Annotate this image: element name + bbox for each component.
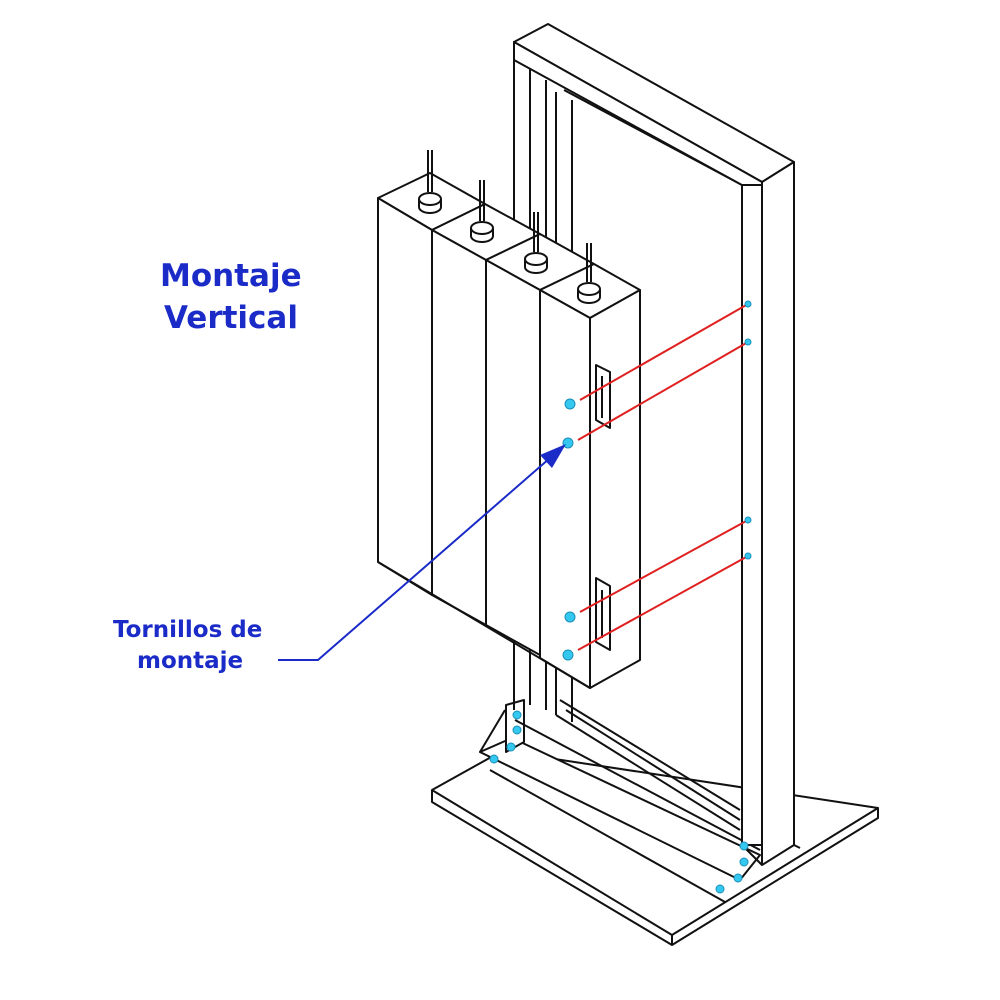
terminal-post-4 — [577, 243, 601, 304]
screw-head — [744, 552, 752, 560]
terminal-post-3 — [524, 212, 548, 274]
callout-leader-arrow — [278, 444, 566, 661]
battery-module-4 — [539, 243, 641, 689]
floor-bolt — [489, 754, 499, 764]
floor-bolt — [512, 710, 522, 720]
screw-head — [744, 516, 752, 524]
floor-bolt — [739, 841, 749, 851]
screw-guide-line-1 — [579, 303, 749, 401]
frame-outer — [513, 23, 801, 866]
diagram-title-line-2: Vertical — [164, 300, 298, 336]
lower-mounting-bracket — [595, 577, 611, 651]
base-plate — [431, 750, 879, 946]
diagram-title-line-1: Montaje — [160, 258, 302, 294]
terminal-post-2 — [470, 180, 494, 243]
screw-head — [744, 338, 752, 346]
screw-head — [562, 437, 574, 449]
floor-bolt — [733, 873, 743, 883]
floor-bolt — [506, 742, 516, 752]
screw-guide-line-4 — [577, 555, 749, 651]
floor-bolt — [715, 884, 725, 894]
battery-module-1 — [377, 150, 486, 596]
screw-guide-line-2 — [577, 341, 749, 441]
screw-guide-line-3 — [579, 519, 749, 613]
screw-head — [744, 300, 752, 308]
screw-head — [564, 398, 576, 410]
mounting-screws-label-line-1: Tornillos de — [113, 617, 263, 643]
terminal-post-1 — [418, 150, 442, 214]
floor-bolt — [739, 857, 749, 867]
screw-head — [562, 649, 574, 661]
mounting-screws-label-line-2: montaje — [137, 648, 244, 674]
screw-head — [564, 611, 576, 623]
floor-bolt — [512, 725, 522, 735]
upper-mounting-bracket — [595, 364, 611, 429]
